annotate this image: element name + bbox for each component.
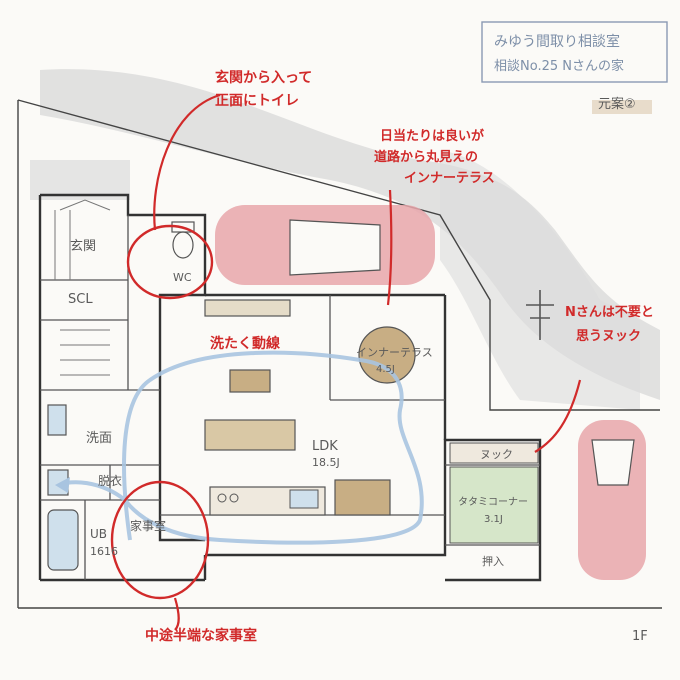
room-bath-name: UB xyxy=(90,527,107,541)
room-entrance: 玄関 xyxy=(70,239,96,254)
room-tatami-name: タタミコーナー xyxy=(458,496,528,508)
terrace-table xyxy=(358,326,416,384)
road-band-right xyxy=(440,150,640,410)
toilet-note-line1: 玄関から入って xyxy=(215,69,312,86)
nook-note-line1: Nさんは不要と xyxy=(565,305,654,320)
tatami-area xyxy=(449,466,539,544)
room-dressing: 脱衣 xyxy=(98,473,122,488)
bathtub xyxy=(47,509,79,571)
laundry-flow-line xyxy=(59,350,424,545)
room-tatami-size: 3.1J xyxy=(484,514,503,525)
toilet-highlight xyxy=(126,224,214,300)
building-walls xyxy=(38,193,542,582)
toilet-callout-line xyxy=(153,93,221,231)
north-arrow-icon xyxy=(526,290,554,340)
tv-stand xyxy=(204,299,291,317)
room-housework: 家事室 xyxy=(130,518,166,533)
terrace-note-line2: 道路から丸見えの xyxy=(374,149,478,165)
room-ldk-size: 18.5J xyxy=(312,456,340,469)
toilet xyxy=(172,231,194,259)
floor-label: 1F xyxy=(632,629,648,644)
nook-note-line2: 思うヌック xyxy=(576,329,641,344)
nook-callout-line xyxy=(534,379,582,453)
room-storage: 押入 xyxy=(482,554,504,568)
room-washroom: 洗面 xyxy=(86,431,112,446)
housework-note: 中途半端な家事室 xyxy=(145,627,257,644)
stairs xyxy=(54,199,111,376)
terrace-note-line1: 日当たりは良いが xyxy=(380,128,484,144)
toilet-note-line2: 正面にトイレ xyxy=(215,93,299,109)
terrace-callout-line xyxy=(386,189,393,306)
plan-tag-highlight xyxy=(592,100,652,114)
housework-highlight xyxy=(110,480,210,600)
room-bath-size: 1616 xyxy=(90,545,118,558)
car-top-window xyxy=(289,219,381,276)
room-wc: WC xyxy=(173,271,192,284)
room-nook: ヌック xyxy=(480,448,513,461)
road-band-left xyxy=(30,160,130,200)
terrace-note-line3: インナーテラス xyxy=(404,171,495,186)
laundry-flow-arrowhead xyxy=(55,477,70,493)
site-boundary xyxy=(17,99,660,411)
laundry-note: 洗たく動線 xyxy=(210,335,280,352)
washbasin xyxy=(47,404,67,436)
sink xyxy=(289,489,319,509)
title-box xyxy=(481,21,668,83)
stove-2 xyxy=(229,493,239,503)
room-ldk-name: LDK xyxy=(312,439,338,454)
title-line1: みゆう間取り相談室 xyxy=(494,33,620,50)
car-right-window xyxy=(591,439,635,486)
room-inner-terrace-size: 4.5J xyxy=(376,364,395,375)
coffee-table xyxy=(229,369,271,393)
room-inner-terrace-name: インナーテラス xyxy=(356,346,433,359)
plan-tag: 元案② xyxy=(598,97,636,112)
title-line2: 相談No.25 Nさんの家 xyxy=(494,58,624,74)
nook-bench xyxy=(449,442,539,464)
room-scl: SCL xyxy=(68,292,93,307)
sofa xyxy=(204,419,296,451)
stove-1 xyxy=(217,493,227,503)
dining-table xyxy=(334,479,391,516)
housework-callout-line xyxy=(173,597,180,631)
